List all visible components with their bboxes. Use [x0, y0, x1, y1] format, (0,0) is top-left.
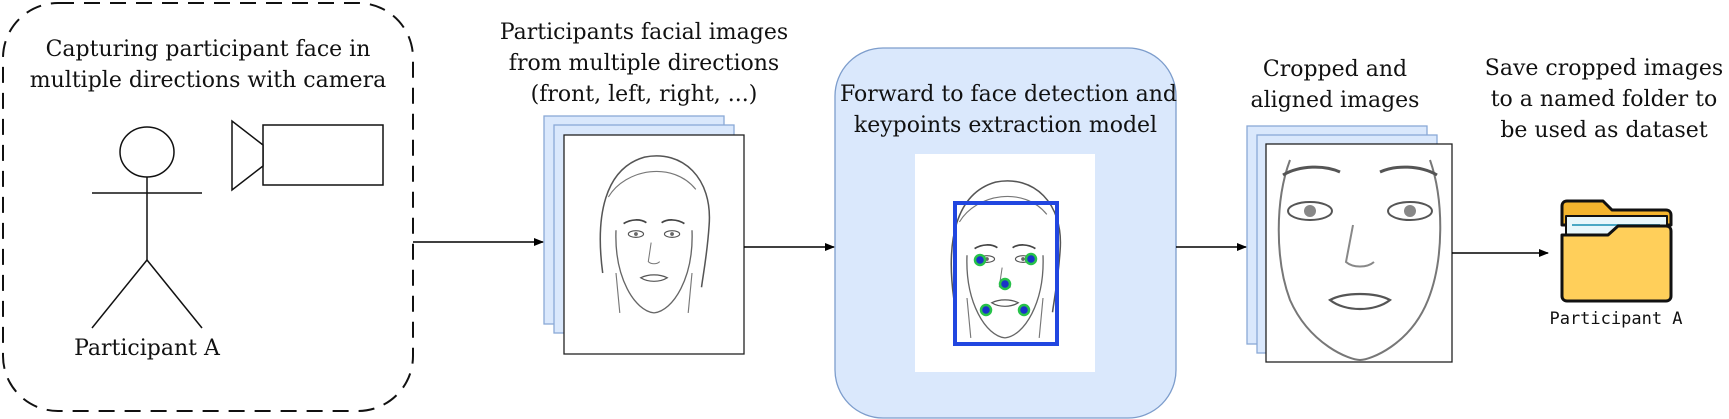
keypoint-mouth-left: [979, 303, 993, 317]
facial-image: [563, 134, 745, 355]
facial-images-caption: Participants facial images from multiple…: [499, 20, 789, 107]
stick-figure-icon: [91, 126, 203, 329]
face-keypoints: [973, 252, 1038, 317]
participant-label: Participant A: [74, 336, 220, 361]
folder-icon: [1560, 199, 1673, 303]
model-caption: Forward to face detection and keypoints …: [840, 82, 1177, 138]
keypoint-right-eye: [1024, 252, 1038, 266]
cropped-images-stack: [1246, 125, 1453, 363]
folder-label: Participant A: [1549, 309, 1683, 329]
cropped-face-sketch-icon: [1277, 159, 1442, 362]
keypoint-nose: [998, 277, 1012, 291]
detection-image: [915, 154, 1095, 372]
cropped-caption: Cropped and aligned images: [1250, 57, 1420, 113]
cropped-image: [1265, 143, 1453, 363]
facial-images-stack: [543, 115, 745, 355]
keypoint-mouth-right: [1017, 303, 1031, 317]
capture-caption: Capturing participant face in multiple d…: [29, 37, 387, 93]
keypoint-left-eye: [973, 253, 987, 267]
video-camera-icon: [231, 119, 384, 192]
capture-region-border: [2, 2, 414, 412]
save-caption: Save cropped images to a named folder to…: [1484, 56, 1724, 143]
face-bounding-box: [953, 201, 1059, 346]
